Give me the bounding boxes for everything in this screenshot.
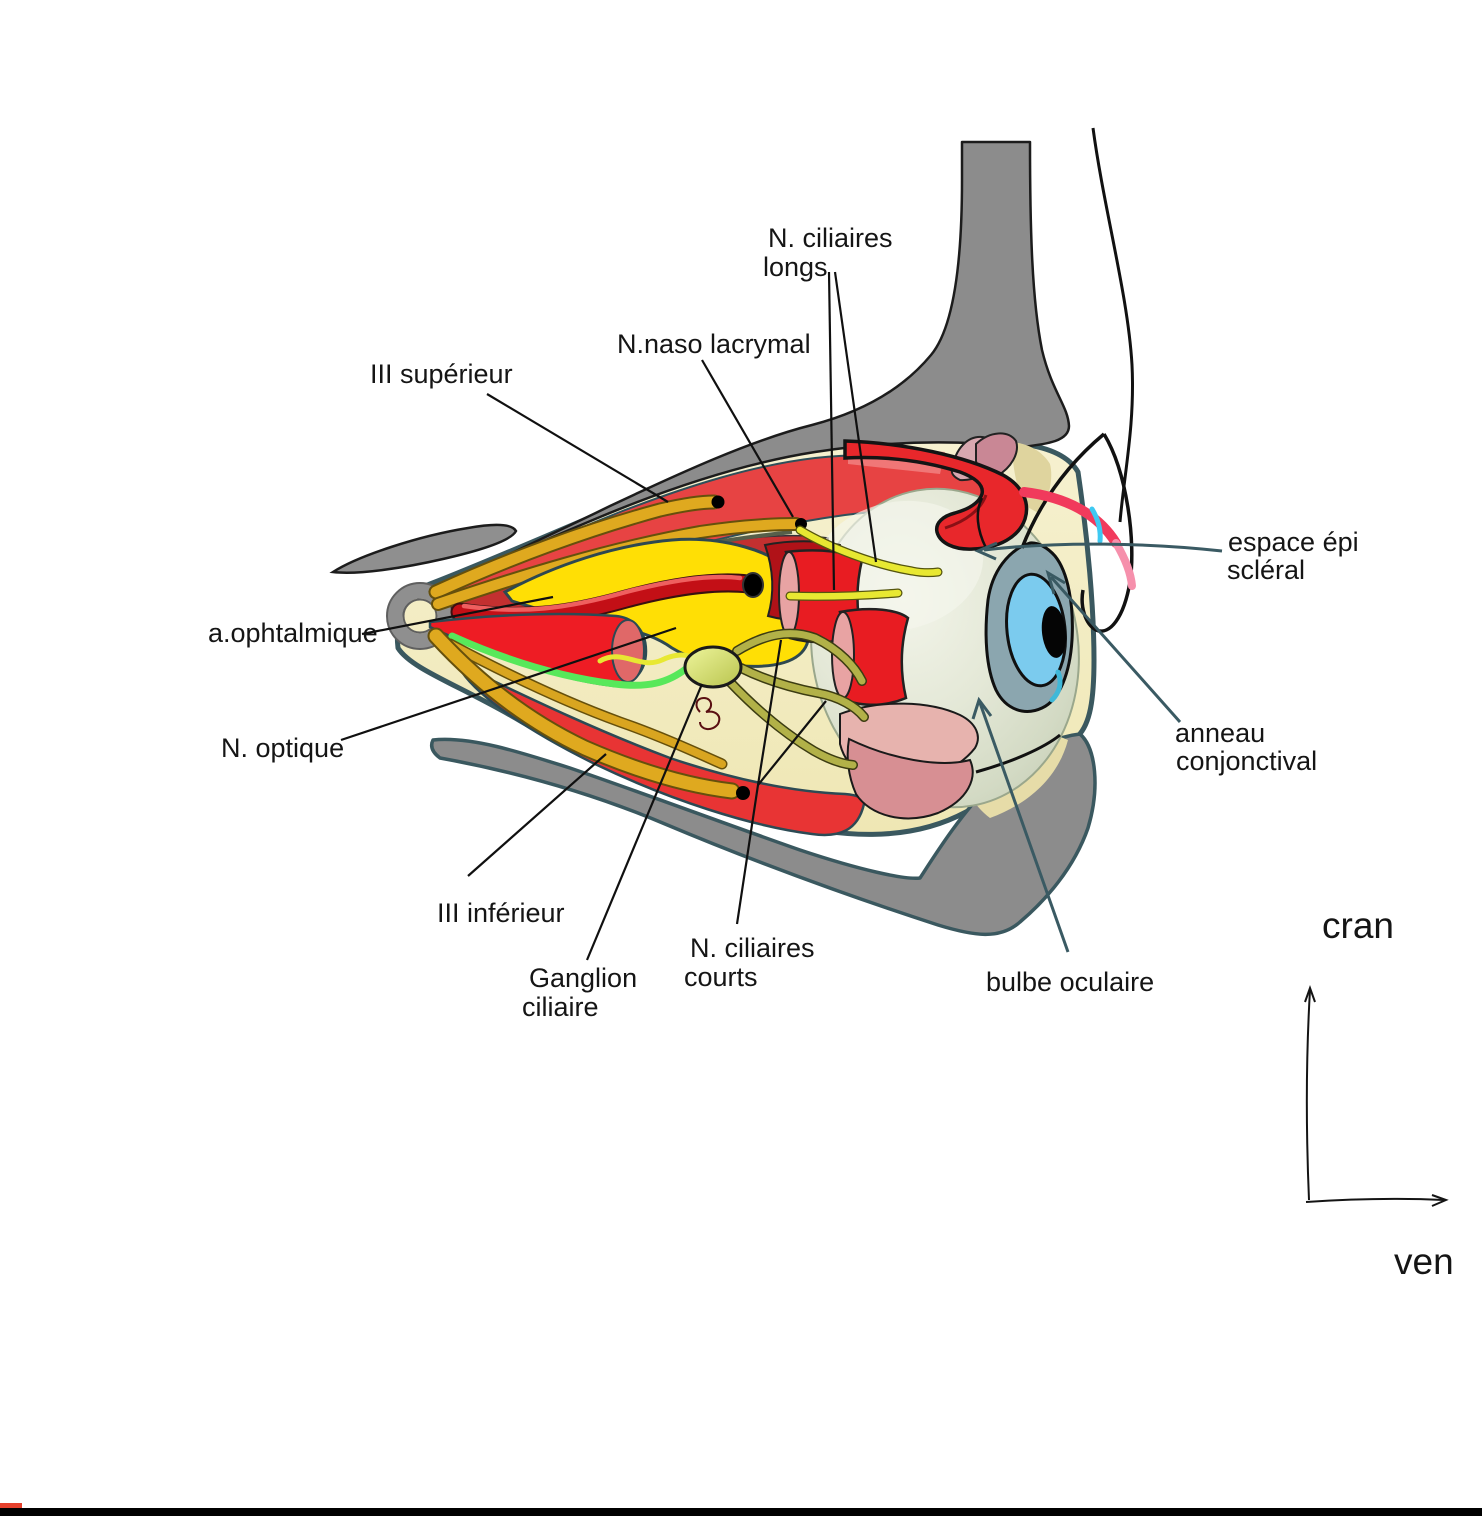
lower-lid-outline <box>975 733 1061 774</box>
skin-profile-line <box>1091 127 1134 523</box>
sphenoid-wing-bone <box>329 523 518 574</box>
leader-ciliaires-longs-a <box>827 271 836 591</box>
leader-iii-inferieur <box>467 753 607 877</box>
label-ganglion-1: Ganglion <box>529 963 637 993</box>
oculomotor-inferior-nerve <box>427 627 750 800</box>
sensory-root-squiggle <box>597 652 692 666</box>
leader-ciliaires-courts <box>735 639 827 925</box>
bottom-red-accent <box>0 1503 22 1509</box>
arrow-anneau <box>1049 576 1182 723</box>
arrow-espace <box>983 542 1223 553</box>
label-iii-superieur: III supérieur <box>370 359 513 389</box>
leader-iii-superieur <box>486 393 669 503</box>
sketch-doodle <box>695 696 721 730</box>
label-iii-inferieur: III inférieur <box>437 898 565 928</box>
axis-vertical-arrowhead <box>1304 985 1316 1003</box>
pupil <box>1041 606 1067 658</box>
label-n-optique: N. optique <box>221 733 344 763</box>
medial-rectus-muscle <box>428 612 648 688</box>
leader-lines <box>340 271 878 961</box>
long-ciliary-nerves <box>785 525 943 601</box>
label-ciliaires-longs-1: N. ciliaires <box>768 223 893 253</box>
axis-label-ven: ven <box>1394 1241 1454 1282</box>
leader-naso-lacrymal <box>701 359 794 518</box>
bottom-black-bar <box>0 1508 1482 1516</box>
axis-horizontal <box>1305 1197 1445 1203</box>
frontal-nerve <box>428 494 725 600</box>
lid-margin-crimson-tail <box>1112 539 1136 590</box>
label-ciliaires-courts-2: courts <box>684 962 758 992</box>
arrowhead-bulbe <box>971 696 993 720</box>
eyelid-pink-lower <box>846 737 974 820</box>
axis-horizontal-arrowhead <box>1431 1194 1449 1207</box>
cyan-tick <box>1089 506 1103 544</box>
inferior-division-nerve <box>444 638 728 770</box>
ciliary-ganglion <box>683 645 743 689</box>
label-a-ophtalmique: a.ophtalmique <box>208 618 378 648</box>
label-ciliaires-longs-2: longs <box>763 252 828 282</box>
label-bulbe-oculaire: bulbe oculaire <box>986 967 1154 997</box>
orbital-floor-bone <box>429 732 1097 937</box>
upper-lid-outline <box>1020 432 1106 549</box>
orbital-roof-bone <box>416 140 1071 600</box>
label-espace-2: scléral <box>1227 555 1305 585</box>
orientation-axis <box>1304 985 1449 1207</box>
label-naso-lacrymal: N.naso lacrymal <box>617 329 811 359</box>
label-anneau-2: conjonctival <box>1176 746 1317 776</box>
teal-arrows <box>971 541 1223 953</box>
arrow-bulbe <box>978 702 1070 953</box>
abducens-green-nerve <box>448 632 691 689</box>
axis-label-cran: cran <box>1322 905 1394 946</box>
superior-rectus-insertion-arc <box>843 439 1029 551</box>
axis-vertical <box>1305 989 1311 1201</box>
leader-ganglion <box>585 683 704 961</box>
label-anneau-1: anneau <box>1175 718 1265 748</box>
leader-ciliaires-longs-b <box>833 271 878 563</box>
leader-optique <box>340 626 677 742</box>
leader-ophtalmique <box>361 595 554 636</box>
label-espace-1: espace épi <box>1228 527 1359 557</box>
label-ganglion-2: ciliaire <box>522 992 599 1022</box>
arrowhead-espace <box>974 541 998 561</box>
fornix-arc <box>976 497 988 549</box>
lid-margin-crimson <box>1019 487 1121 548</box>
arrowhead-anneau <box>1045 569 1066 595</box>
short-ciliary-nerves <box>724 628 869 770</box>
label-ciliaires-courts-1: N. ciliaires <box>690 933 815 963</box>
limbus-sliver <box>1049 669 1063 703</box>
